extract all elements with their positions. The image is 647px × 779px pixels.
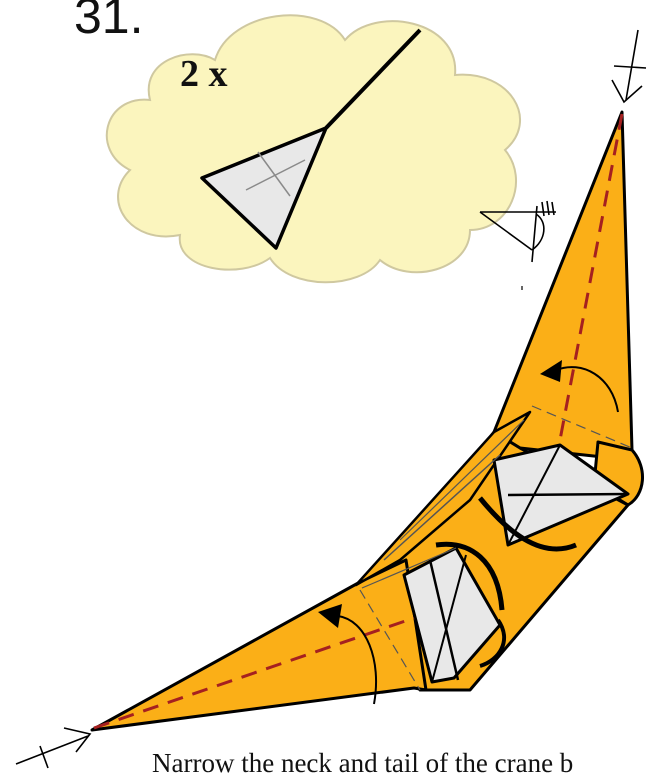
top-push-arrow	[611, 29, 647, 104]
step-number: 31.	[74, 0, 144, 44]
tail-fold-arrow	[318, 604, 378, 705]
bottom-push-arrow	[15, 727, 92, 769]
neck-valley-fold	[558, 113, 624, 441]
tail-valley-fold	[93, 616, 415, 730]
neck-flap	[492, 110, 634, 460]
neck-fold-arrow	[540, 360, 619, 413]
crane-body	[90, 110, 645, 732]
repeat-count-label: 2 x	[180, 53, 228, 95]
tail-flap	[90, 558, 428, 732]
lower-white-panel	[402, 546, 502, 684]
eye-icon	[479, 200, 556, 290]
instruction-caption: Narrow the neck and tail of the crane b	[152, 748, 574, 778]
neck-detail-icon	[200, 28, 422, 250]
